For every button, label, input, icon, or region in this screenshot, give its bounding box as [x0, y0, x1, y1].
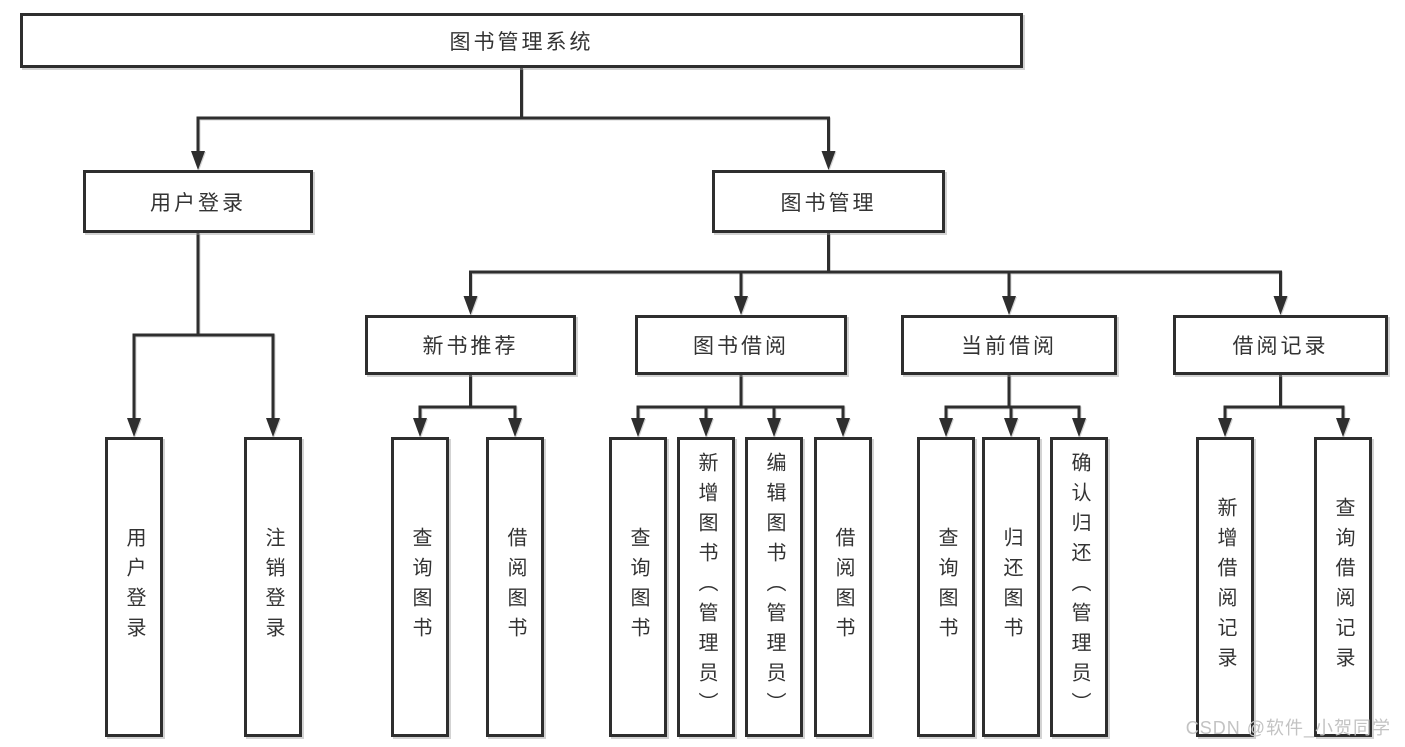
node-new-book-recommendation: 新书推荐	[365, 315, 576, 375]
node-book-management: 图书管理	[712, 170, 945, 233]
node-borrowing-records: 借阅记录	[1173, 315, 1388, 375]
node-user-login: 用户登录	[83, 170, 313, 233]
leaf-query-book-current: 查询图书	[917, 437, 975, 737]
leaf-logout: 注销登录	[244, 437, 302, 737]
leaf-confirm-return-admin: 确认归还（管理员）	[1050, 437, 1108, 737]
leaf-query-book-borrowing: 查询图书	[609, 437, 667, 737]
leaf-query-book-recommend: 查询图书	[391, 437, 449, 737]
leaf-return-book: 归还图书	[982, 437, 1040, 737]
arrowheads	[127, 151, 1350, 437]
leaf-borrow-book-recommend: 借阅图书	[486, 437, 544, 737]
leaf-user-login: 用户登录	[105, 437, 163, 737]
node-book-borrowing: 图书借阅	[635, 315, 847, 375]
node-current-borrowing: 当前借阅	[901, 315, 1117, 375]
leaf-query-borrow-record: 查询借阅记录	[1314, 437, 1372, 737]
watermark-text: CSDN @软件_小贺同学	[1185, 718, 1391, 738]
leaf-add-book-admin: 新增图书（管理员）	[677, 437, 735, 737]
leaf-add-borrow-record: 新增借阅记录	[1196, 437, 1254, 737]
leaf-borrow-book: 借阅图书	[814, 437, 872, 737]
node-system-root: 图书管理系统	[20, 13, 1023, 68]
leaf-edit-book-admin: 编辑图书（管理员）	[745, 437, 803, 737]
